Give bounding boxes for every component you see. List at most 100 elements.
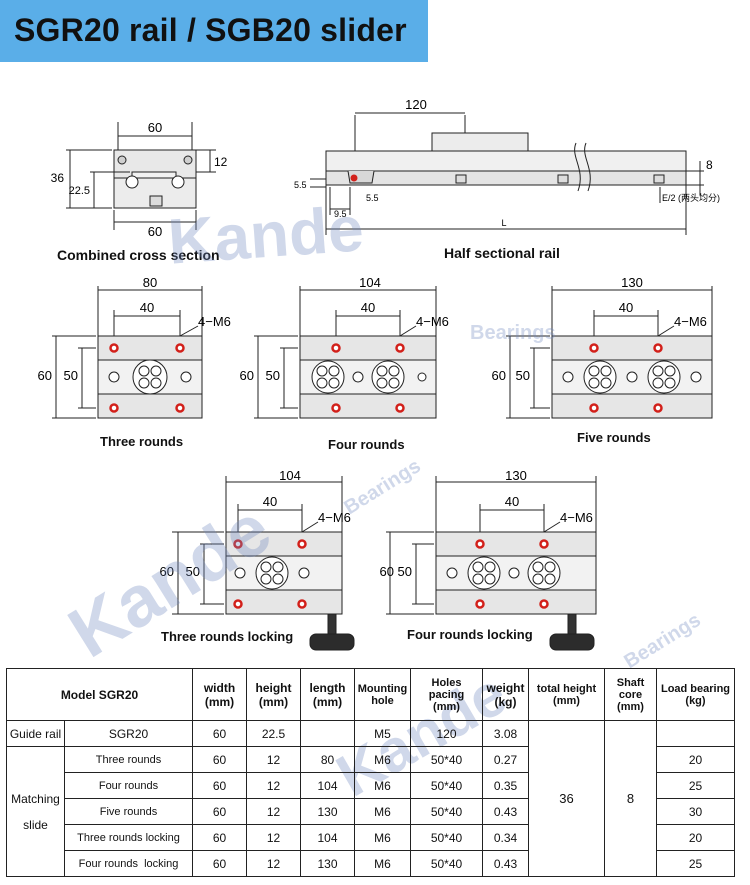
table-row: Four rounds locking 60 12 130 M6 50*40 0… (7, 850, 735, 877)
header-length: length(mm) (300, 668, 355, 721)
mount-hole (297, 539, 307, 549)
dim-height: 50 (266, 368, 280, 383)
cell-mounting: M6 (354, 850, 411, 877)
dim-core: 8 (706, 158, 713, 172)
cell-holes: 120 (410, 720, 483, 747)
dim-height: 36 (51, 171, 65, 185)
slider-three-rounds: 80 40 4−M6 60 50 (38, 275, 231, 419)
table-row: Four rounds 60 12 104 M6 50*40 0.35 25 (7, 772, 735, 799)
mount-hole (395, 343, 405, 353)
watermark-sub: Bearings (470, 322, 556, 344)
title-banner: SGR20 rail / SGB20 slider (0, 0, 428, 62)
half-rail-caption: Half sectional rail (444, 245, 560, 261)
cell-length (300, 720, 355, 747)
hole-marker (350, 174, 358, 182)
cell-width: 60 (192, 824, 247, 851)
cell-length: 130 (300, 850, 355, 877)
mount-hole (589, 403, 599, 413)
cross-section-caption: Combined cross section (57, 247, 220, 263)
mount-hole (653, 343, 663, 353)
dim-top: 60 (148, 120, 162, 135)
mount-hole (233, 599, 243, 609)
slider-five-rounds: 130 40 4−M6 60 50 (492, 275, 713, 419)
dim-55a: 5.5 (294, 180, 307, 190)
holes-callout: 4−M6 (560, 510, 593, 525)
cell-weight: 0.35 (482, 772, 529, 799)
dim-hole: 40 (361, 300, 375, 315)
dim-slider: 12 (214, 155, 228, 169)
cell-holes: 50*40 (410, 746, 483, 773)
table-row: Guide rail SGR20 60 22.5 M5 120 3.08 36 … (6, 720, 735, 877)
mount-hole (233, 539, 243, 549)
cell-mounting: M6 (354, 746, 411, 773)
holes-callout: 4−M6 (318, 510, 351, 525)
dim-height: 50 (186, 564, 200, 579)
cell-holes: 50*40 (410, 850, 483, 877)
slider-three-rounds-locking: 104 40 4−M6 60 50 (160, 468, 355, 651)
guide-rail-label: Guide rail (6, 720, 65, 747)
cell-width: 60 (192, 798, 247, 825)
cross-section-drawing: 60 60 36 22.5 12 (51, 120, 228, 239)
cell-model: Four rounds locking (64, 850, 193, 877)
dim-e: E/2 (662, 193, 676, 203)
cell-weight: 0.34 (482, 824, 529, 851)
dim-hole: 40 (505, 494, 519, 509)
mount-hole (175, 343, 185, 353)
dim-width: 60 (160, 564, 174, 579)
cell-load: 20 (656, 824, 735, 851)
cell-length: 130 (300, 798, 355, 825)
header-width: width(mm) (192, 668, 247, 721)
cell-load: 25 (656, 850, 735, 877)
mount-hole (395, 403, 405, 413)
cell-model: SGR20 (64, 720, 193, 747)
dim-l: L (501, 218, 506, 228)
cell-length: 104 (300, 772, 355, 799)
cell-length: 104 (300, 824, 355, 851)
dim-hole: 40 (263, 494, 277, 509)
table-row: Three rounds locking 60 12 104 M6 50*40 … (7, 824, 735, 851)
cell-holes: 50*40 (410, 824, 483, 851)
dim-height: 50 (516, 368, 530, 383)
dim-height: 50 (398, 564, 412, 579)
cell-weight: 0.43 (482, 798, 529, 825)
slider-caption: Five rounds (577, 430, 651, 445)
table-header-row: Model SGR20 width(mm) height(mm) length(… (6, 668, 735, 721)
dim-length: 104 (359, 275, 381, 290)
mount-hole (539, 599, 549, 609)
dim-hole: 40 (140, 300, 154, 315)
cell-total-height: 36 (528, 720, 605, 877)
mount-hole (589, 343, 599, 353)
mount-hole (475, 539, 485, 549)
slider-caption: Four rounds (328, 437, 405, 452)
slider-caption: Three rounds locking (161, 629, 294, 644)
dim-width: 60 (38, 368, 52, 383)
cell-width: 60 (192, 720, 247, 747)
watermark-sub: Bearings (620, 609, 705, 674)
mount-hole (297, 599, 307, 609)
dim-length: 130 (621, 275, 643, 290)
dim-width: 60 (380, 564, 394, 579)
cell-height: 12 (246, 746, 301, 773)
cell-height: 12 (246, 772, 301, 799)
dim-55b: 5.5 (366, 193, 379, 203)
mount-hole (653, 403, 663, 413)
cell-width: 60 (192, 850, 247, 877)
cell-mounting: M6 (354, 798, 411, 825)
watermark-brand: Kande (165, 192, 366, 278)
cell-load: 30 (656, 798, 735, 825)
header-load: Load bearing(kg) (656, 668, 735, 721)
dim-pitch: 120 (405, 97, 427, 112)
spec-table: Model SGR20 width(mm) height(mm) length(… (6, 668, 735, 877)
header-weight: weight(kg) (482, 668, 529, 721)
mount-hole (331, 403, 341, 413)
dim-height: 50 (64, 368, 78, 383)
slider-caption: Four rounds locking (407, 627, 533, 642)
mount-hole (539, 539, 549, 549)
slider-caption: Three rounds (100, 434, 184, 449)
page-title: SGR20 rail / SGB20 slider (14, 12, 407, 48)
cell-height: 22.5 (246, 720, 301, 747)
